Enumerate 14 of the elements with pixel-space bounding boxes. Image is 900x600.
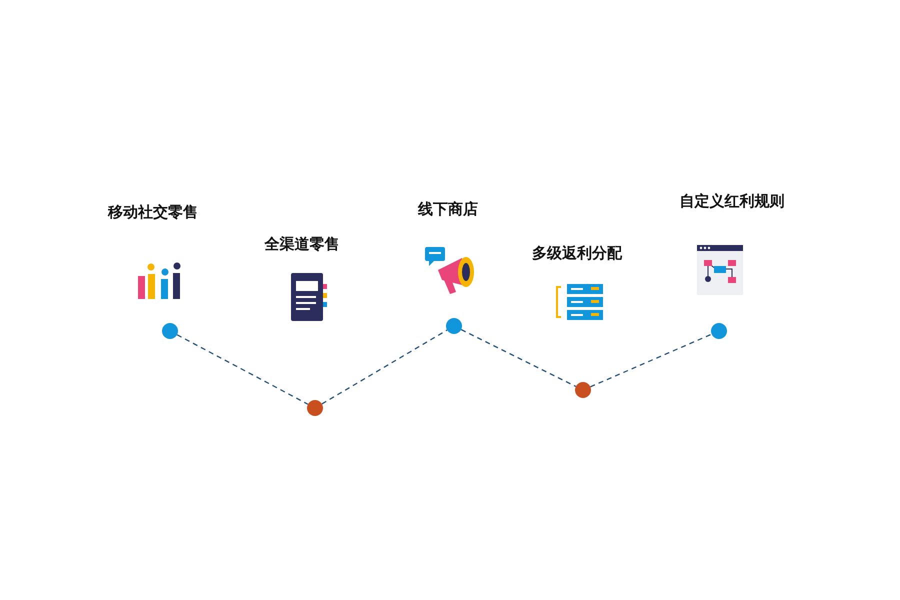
dashed-connector bbox=[322, 330, 448, 404]
item-title: 自定义红利规则 bbox=[680, 192, 784, 211]
item-title: 全渠道零售 bbox=[264, 235, 340, 254]
dashed-connector bbox=[176, 334, 308, 405]
item-title: 线下商店 bbox=[418, 200, 478, 219]
dashed-connector bbox=[590, 334, 712, 388]
dot-marker bbox=[307, 400, 323, 416]
dot-marker bbox=[575, 382, 591, 398]
dot-marker bbox=[711, 323, 727, 339]
item-title: 多级返利分配 bbox=[532, 244, 622, 263]
dot-marker bbox=[446, 318, 462, 334]
item-title: 移动社交零售 bbox=[108, 203, 198, 222]
dashed-connector bbox=[460, 329, 576, 387]
dot-marker bbox=[162, 323, 178, 339]
